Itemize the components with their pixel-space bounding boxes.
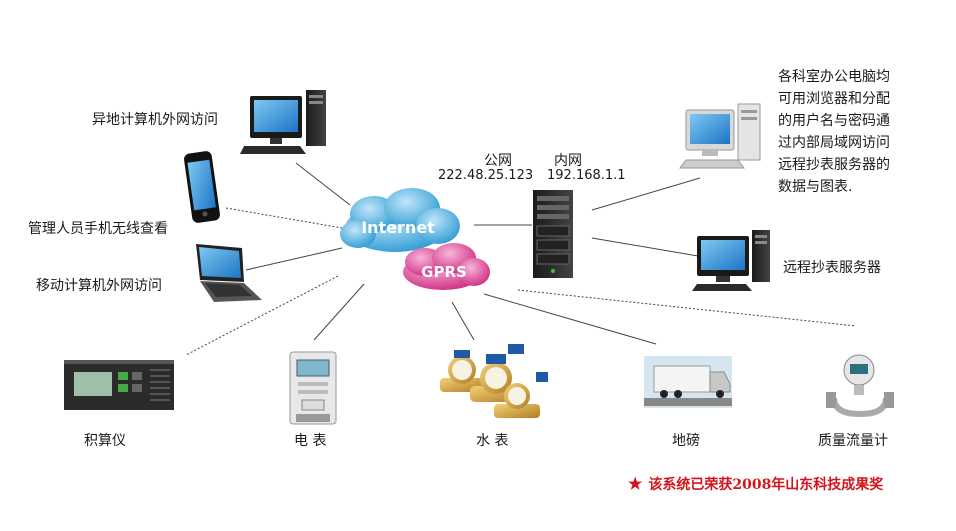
electric-meter-label: 电 表 <box>294 433 327 449</box>
office-description-line: 各科室办公电脑均 <box>778 69 890 85</box>
office-description-line: 过内部局域网访问 <box>778 135 890 151</box>
link-electric-meter <box>313 283 365 341</box>
laptop-icon <box>196 244 262 302</box>
gprs-label: GPRS <box>421 263 467 281</box>
office-description: 各科室办公电脑均 可用浏览器和分配 的用户名与密码通 过内部局域网访问 远程抄表… <box>778 66 948 198</box>
gprs-cloud: GPRS <box>403 243 490 290</box>
server-label: 远程抄表服务器 <box>783 260 881 276</box>
award-text: 该系统已荣获2008年山东科技成果奖 <box>648 477 884 493</box>
remote-pc-label: 异地计算机外网访问 <box>92 112 218 128</box>
public-network-label: 公网 <box>484 153 512 169</box>
electric-meter-icon <box>289 351 337 425</box>
integrator-device-icon <box>64 360 174 410</box>
meter-server-computer-icon <box>692 230 770 291</box>
integrator-label: 积算仪 <box>84 433 126 449</box>
connection-lines <box>185 162 857 356</box>
office-description-line: 的用户名与密码通 <box>778 113 890 129</box>
private-network-label: 内网 <box>554 153 582 169</box>
water-meter-icon <box>440 344 548 418</box>
mass-flowmeter-label: 质量流量计 <box>818 433 888 449</box>
weighbridge-truck-icon <box>644 356 732 408</box>
remote-computer-icon <box>240 90 326 154</box>
mass-flowmeter-icon <box>826 354 894 418</box>
office-description-line: 数据与图表. <box>778 179 853 195</box>
office-computer-icon <box>679 103 761 169</box>
water-meter-label: 水 表 <box>476 433 509 449</box>
link-phone <box>225 207 343 229</box>
smartphone-icon <box>184 151 220 223</box>
link-flowmeter <box>517 289 857 327</box>
private-ip: 192.168.1.1 <box>547 168 626 183</box>
link-water-meter <box>451 301 475 341</box>
award-note: ★ 该系统已荣获2008年山东科技成果奖 <box>628 474 883 494</box>
office-description-line: 可用浏览器和分配 <box>778 91 890 107</box>
server-tower-icon <box>533 190 573 278</box>
link-office-pc <box>591 177 701 211</box>
link-remote-pc <box>295 162 351 206</box>
office-description-line: 远程抄表服务器的 <box>778 157 890 173</box>
public-ip: 222.48.25.123 <box>438 168 534 183</box>
link-integrator <box>185 275 339 356</box>
laptop-label: 移动计算机外网访问 <box>36 278 162 294</box>
star-icon: ★ <box>628 474 643 493</box>
internet-cloud: Internet <box>340 188 460 252</box>
link-laptop <box>245 247 343 271</box>
weighbridge-label: 地磅 <box>672 433 700 449</box>
link-weighbridge <box>483 293 657 345</box>
mobile-phone-label: 管理人员手机无线查看 <box>28 221 168 237</box>
link-server <box>591 237 699 257</box>
internet-label: Internet <box>361 218 435 237</box>
